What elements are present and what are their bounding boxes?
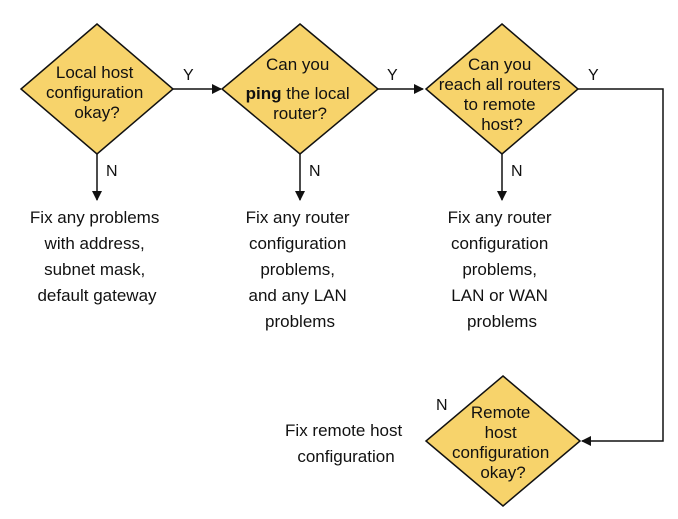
fix-router-wan: Fix any router configuration problems, L… — [448, 208, 557, 331]
decision-local-host: Local host configuration okay? — [19, 23, 175, 155]
fix-text: Fix any router configuration problems, L… — [448, 208, 557, 331]
edge-label-yes: Y — [183, 67, 194, 84]
decision-text: Can you reach all routers to remote host… — [439, 55, 566, 134]
decision-remote-host: Remote host configuration okay? — [424, 375, 582, 507]
edge-label-yes: Y — [588, 67, 599, 84]
decision-text: Remote host configuration okay? — [452, 403, 554, 482]
connector-d3-to-d4 — [578, 88, 664, 446]
decision-ping-router: Can you ping the local router? — [220, 23, 380, 155]
fix-text: Fix any router configuration problems, a… — [246, 208, 355, 331]
edge-label-no: N — [309, 163, 321, 180]
fix-local-host: Fix any problems with address, subnet ma… — [30, 208, 164, 305]
decision-diamond — [19, 23, 175, 155]
edge-labels: Y Y Y N N N N — [106, 67, 599, 414]
decision-text: Local host configuration okay? — [46, 63, 148, 122]
edge-label-no: N — [511, 163, 523, 180]
connectors — [92, 84, 664, 446]
fix-router-lan: Fix any router configuration problems, a… — [246, 208, 355, 331]
decision-diamond — [424, 375, 582, 507]
decision-text: Can you ping the local router? — [246, 55, 355, 123]
edge-label-no: N — [436, 397, 448, 414]
fix-text: Fix any problems with address, subnet ma… — [30, 208, 164, 305]
decision-diamond — [424, 23, 580, 155]
decision-diamond — [220, 23, 380, 155]
edge-label-no: N — [106, 163, 118, 180]
fix-text: Fix remote host configuration — [285, 421, 407, 466]
fix-remote-host: Fix remote host configuration — [285, 421, 407, 466]
decision-reach-routers: Can you reach all routers to remote host… — [424, 23, 580, 155]
edge-label-yes: Y — [387, 67, 398, 84]
